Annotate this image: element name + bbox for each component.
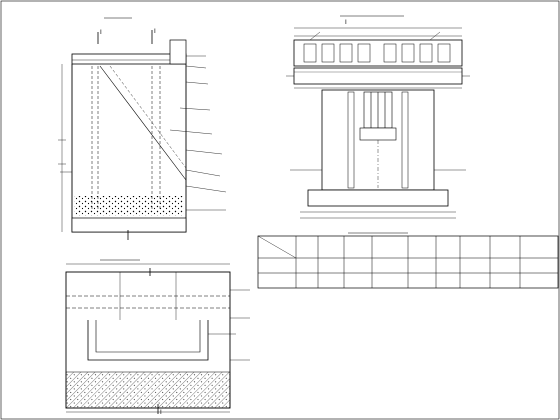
deck-girders [303, 43, 451, 63]
central-core [359, 91, 397, 141]
pier-dimension-table [257, 232, 559, 289]
pier-cap [293, 67, 463, 85]
deck-slab [293, 39, 463, 67]
elevation-view: I I [58, 17, 227, 240]
foundation-hatch [65, 371, 231, 409]
abutment-footing [71, 217, 187, 233]
elevation-callouts [169, 55, 227, 211]
section-mark-label: I [345, 19, 347, 26]
column-right [401, 91, 409, 189]
abutment-footing [307, 189, 449, 207]
wing-wall [87, 320, 209, 361]
cone-slope-line [99, 65, 187, 181]
section-mark-label: I [160, 409, 162, 416]
plan-view: I [286, 15, 470, 219]
section-mark-label: I [154, 28, 156, 35]
column-left [347, 91, 355, 189]
section-view [65, 259, 250, 413]
gravel-fill [74, 196, 184, 216]
backwall [169, 39, 187, 65]
cap-beam [71, 53, 187, 65]
section-mark-label: I [100, 29, 102, 36]
